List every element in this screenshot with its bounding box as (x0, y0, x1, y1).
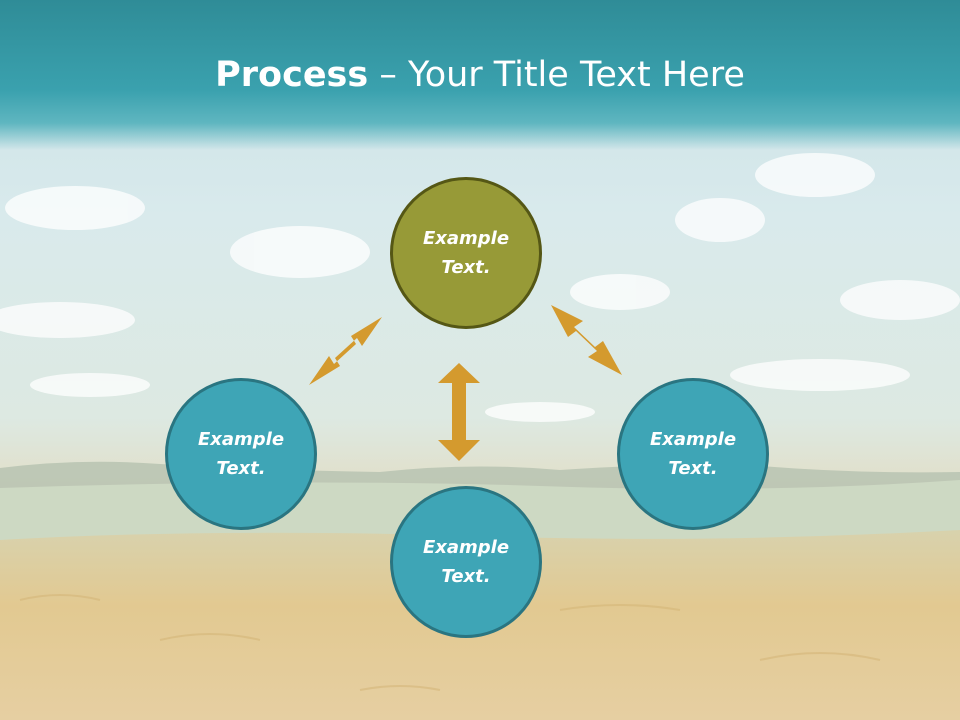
step-label-line: Text. (668, 458, 718, 479)
step-label-line: Text. (441, 257, 491, 278)
title-rest-text: – Your Title Text Here (368, 55, 745, 95)
title-bold-text: Process (215, 55, 369, 95)
step-label-line: Example (422, 228, 510, 249)
slide-title: Process – Your Title Text Here (0, 50, 960, 100)
step-label-line: Example (649, 429, 737, 450)
step-label-line: Example (422, 537, 510, 558)
step-label-line: Text. (441, 566, 491, 587)
step-label-line: Text. (216, 458, 266, 479)
title-band: Process – Your Title Text Here (0, 0, 960, 150)
step-label-line: Example (197, 429, 285, 450)
